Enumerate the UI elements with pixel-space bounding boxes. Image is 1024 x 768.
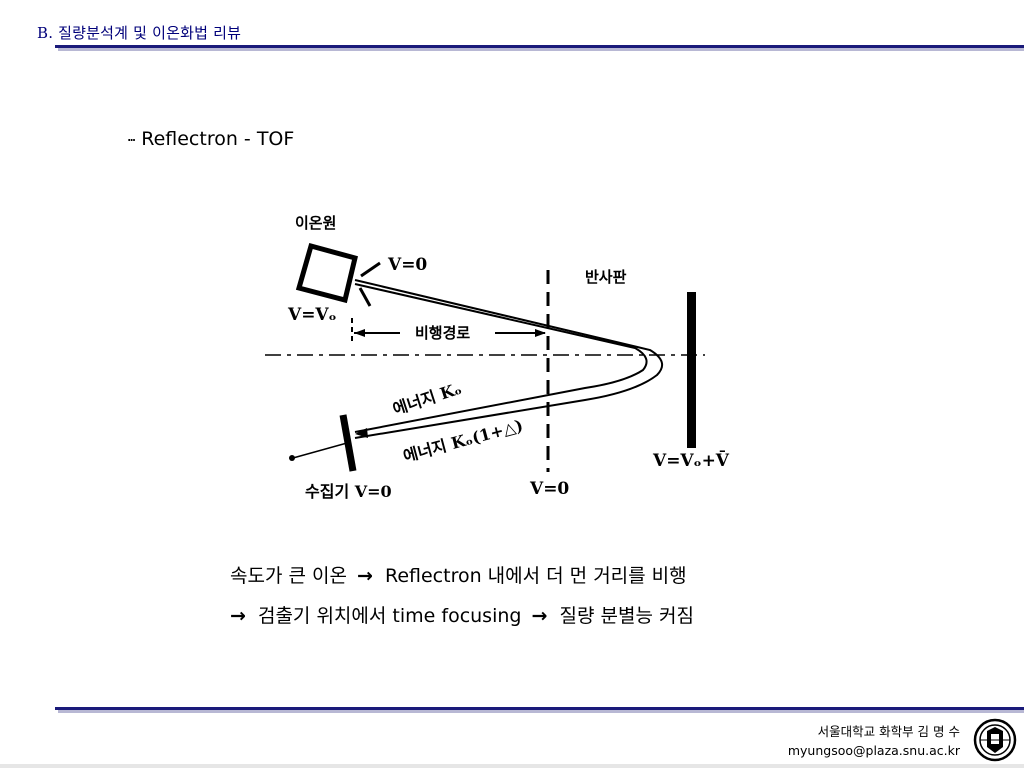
subtitle-text: Reflectron - TOF xyxy=(141,128,295,150)
arrow-right-icon: → xyxy=(230,605,246,627)
flight-path-arrowhead-right xyxy=(535,329,546,337)
reflector-label: 반사판 xyxy=(585,268,627,286)
detector-label: 수집기 V=0 xyxy=(305,482,392,501)
footer-divider-shadow xyxy=(58,710,1024,713)
caption-line-2: → 검출기 위치에서 time focusing → 질량 분별능 커짐 xyxy=(230,601,694,628)
footer-credits: 서울대학교 화학부 김 명 수 myungsoo@plaza.snu.ac.kr xyxy=(788,722,960,760)
flight-path-label: 비행경로 xyxy=(415,324,470,342)
source-voltage-label: V=Vₒ xyxy=(287,305,337,325)
detector-plate xyxy=(339,414,357,472)
source-grid-line-lower xyxy=(358,287,372,307)
caption-1-left: 속도가 큰 이온 xyxy=(230,565,347,587)
grid-voltage-label: V=0 xyxy=(529,479,569,499)
university-emblem-icon xyxy=(973,718,1017,762)
detector-lead xyxy=(292,442,348,459)
reflector-plate xyxy=(687,292,696,448)
ion-trajectory-inner xyxy=(354,283,648,433)
footer-divider xyxy=(55,707,1024,710)
slide-subtitle: ┅ Reflectron - TOF xyxy=(128,128,294,150)
source-grid-line-upper xyxy=(360,261,381,278)
subtitle-bullet: ┅ xyxy=(128,132,136,147)
page-header-title: B. 질량분석계 및 이온화법 리뷰 xyxy=(37,24,242,42)
ion-source-box xyxy=(295,242,358,304)
reflector-voltage-label: V=Vₒ+V̄ xyxy=(652,450,730,471)
reflectron-tof-diagram: 이온원 V=0 V=Vₒ 비행경로 반사판 에너지 Kₒ 에너지 Kₒ(1+△)… xyxy=(265,214,730,501)
ion-source-label: 이온원 xyxy=(295,214,336,232)
trajectory-arrowhead xyxy=(355,428,368,438)
energy-label-2: 에너지 Kₒ(1+△) xyxy=(401,416,525,466)
arrow-right-icon: → xyxy=(357,565,373,587)
footer-affiliation: 서울대학교 화학부 김 명 수 xyxy=(817,724,960,739)
source-v-zero-label: V=0 xyxy=(387,255,427,275)
flight-path-arrowhead-left xyxy=(354,329,365,337)
arrow-right-icon: → xyxy=(531,605,548,627)
caption-1-right: Reflectron 내에서 더 먼 거리를 비행 xyxy=(384,565,687,587)
header-divider xyxy=(55,45,1024,48)
detector-terminal xyxy=(289,455,295,461)
caption-2-middle: 검출기 위치에서 time focusing xyxy=(257,605,522,627)
caption-2-right: 질량 분별능 커짐 xyxy=(559,605,694,627)
bottom-strip xyxy=(0,764,1024,768)
footer-email: myungsoo@plaza.snu.ac.kr xyxy=(787,743,960,758)
header-divider-shadow xyxy=(58,48,1024,51)
ion-trajectory-outer xyxy=(354,279,664,439)
caption-line-1: 속도가 큰 이온 → Reflectron 내에서 더 먼 거리를 비행 xyxy=(230,561,687,588)
